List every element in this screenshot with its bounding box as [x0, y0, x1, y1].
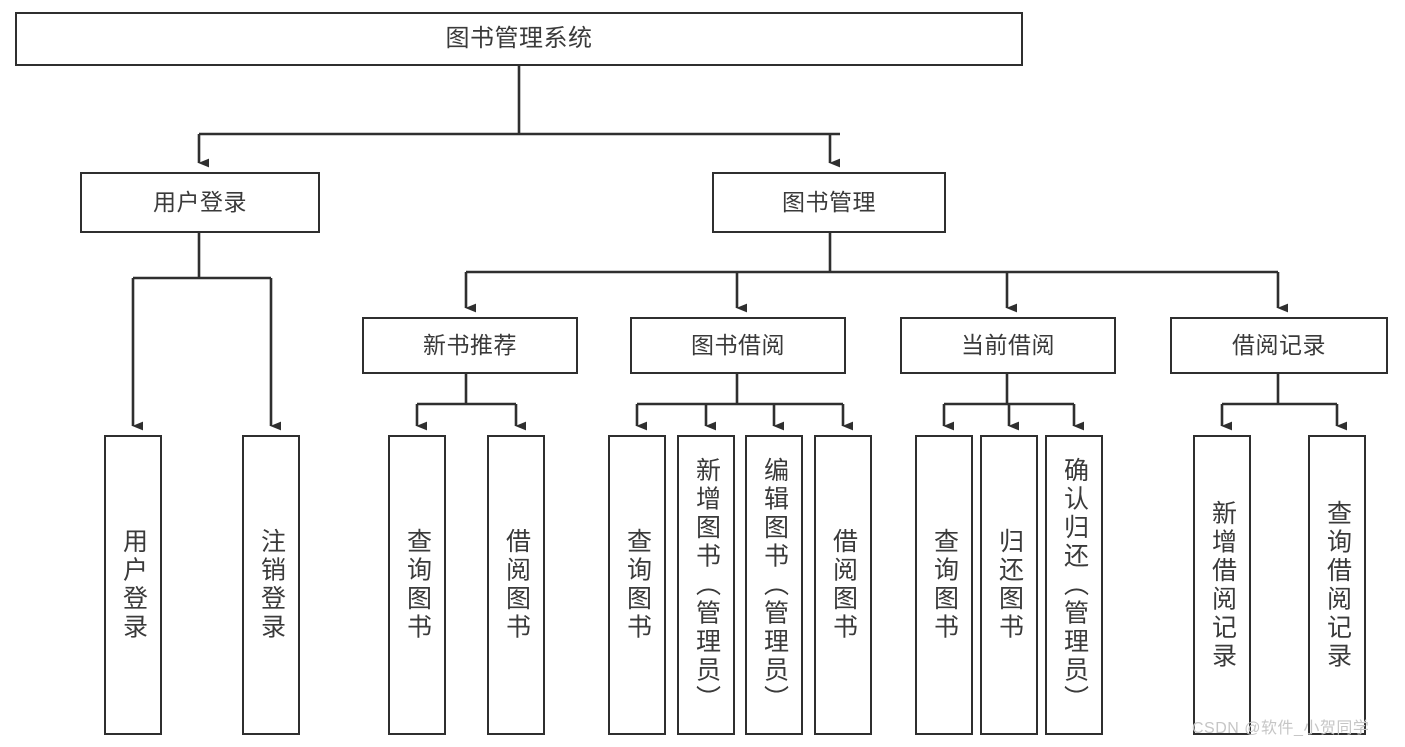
leaf-new-book-borrow-book[interactable]: 借阅图书 [487, 435, 545, 735]
node-book-borrow[interactable]: 图书借阅 [630, 317, 846, 374]
node-label: 归还图书 [995, 528, 1024, 642]
node-label: 查询图书 [930, 528, 959, 642]
leaf-user-login[interactable]: 用户登录 [104, 435, 162, 735]
node-label: 当前借阅 [961, 331, 1055, 358]
node-label: 编辑图书（管理员） [760, 456, 789, 714]
node-label: 确认归还（管理员） [1060, 456, 1089, 714]
leaf-borrow-edit-book-admin[interactable]: 编辑图书（管理员） [745, 435, 803, 735]
leaf-current-query-book[interactable]: 查询图书 [915, 435, 973, 735]
node-label: 新增借阅记录 [1208, 499, 1237, 671]
node-label: 注销登录 [257, 528, 286, 642]
node-label: 查询借阅记录 [1323, 499, 1352, 671]
node-label: 借阅图书 [502, 528, 531, 642]
node-label: 查询图书 [403, 528, 432, 642]
node-current-borrow[interactable]: 当前借阅 [900, 317, 1116, 374]
node-label: 新书推荐 [423, 331, 517, 358]
node-label: 用户登录 [153, 188, 247, 215]
node-label: 图书借阅 [691, 331, 785, 358]
node-label: 图书管理系统 [445, 24, 593, 52]
node-root-system[interactable]: 图书管理系统 [15, 12, 1023, 66]
leaf-borrow-add-book-admin[interactable]: 新增图书（管理员） [677, 435, 735, 735]
leaf-current-return-book[interactable]: 归还图书 [980, 435, 1038, 735]
leaf-borrow-query-book[interactable]: 查询图书 [608, 435, 666, 735]
node-label: 借阅图书 [829, 528, 858, 642]
leaf-new-book-query-book[interactable]: 查询图书 [388, 435, 446, 735]
node-label: 查询图书 [623, 528, 652, 642]
leaf-record-add-record[interactable]: 新增借阅记录 [1193, 435, 1251, 735]
leaf-record-query-record[interactable]: 查询借阅记录 [1308, 435, 1366, 735]
node-label: 用户登录 [119, 528, 148, 642]
node-new-book-recommend[interactable]: 新书推荐 [362, 317, 578, 374]
leaf-current-confirm-return-admin[interactable]: 确认归还（管理员） [1045, 435, 1103, 735]
node-book-management[interactable]: 图书管理 [712, 172, 946, 233]
node-borrow-record[interactable]: 借阅记录 [1170, 317, 1388, 374]
node-label: 新增图书（管理员） [692, 456, 721, 714]
node-label: 借阅记录 [1232, 331, 1326, 358]
node-user-login[interactable]: 用户登录 [80, 172, 320, 233]
csdn-watermark: CSDN @软件_小贺同学 [1192, 720, 1370, 737]
node-label: 图书管理 [782, 188, 876, 215]
leaf-logout[interactable]: 注销登录 [242, 435, 300, 735]
leaf-borrow-borrow-book[interactable]: 借阅图书 [814, 435, 872, 735]
